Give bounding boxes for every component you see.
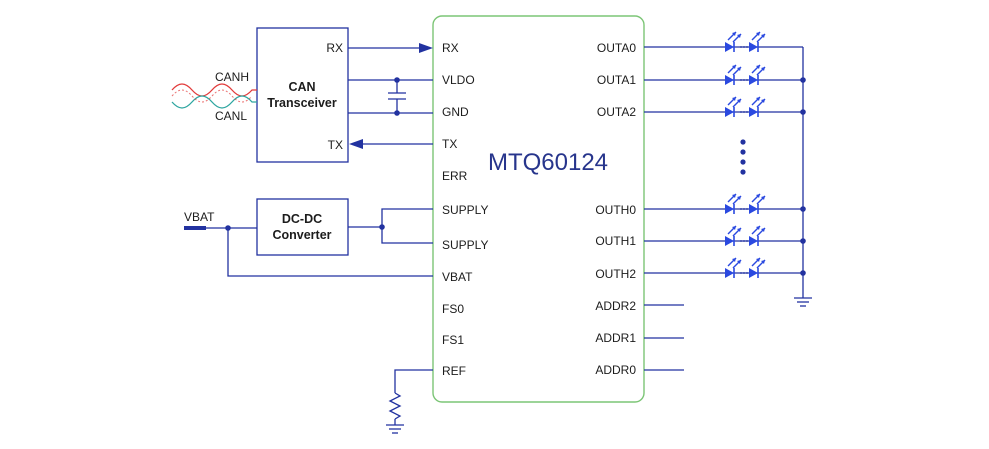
vbat-input-label: VBAT [184,210,215,224]
ic-pin-tx: TX [442,137,457,151]
can-transceiver-title-line1: CAN [288,80,315,94]
ic-part-number: MTQ60124 [488,149,608,176]
can-transceiver-title-line2: Transceiver [267,96,337,110]
ic-pin-fs0: FS0 [442,302,464,316]
ic-pin-gnd: GND [442,105,469,119]
ref-resistor [388,369,433,425]
led-series-dots [740,46,748,274]
ic-pin-supply-1: SUPPLY [442,203,488,217]
led-string-outh2 [724,257,766,279]
ref-ground-icon [386,424,404,434]
ic-pin-outa0: OUTA0 [597,41,636,55]
dcdc-title-line2: Converter [272,228,331,242]
led-string-outa1 [724,64,766,86]
can-transceiver-pin-tx: TX [328,138,343,152]
ic-pin-outh1: OUTH1 [595,234,636,248]
vbat-to-ic-wire [227,228,433,277]
ic-pin-addr1: ADDR1 [595,331,636,345]
ic-pin-outa2: OUTA2 [597,105,636,119]
ic-pin-addr2: ADDR2 [595,299,636,313]
ic-pin-vldo: VLDO [442,73,475,87]
led-ground-icon [794,297,812,307]
rx-arrow-icon [419,43,433,53]
led-string-outh1 [724,225,766,247]
ic-pin-outh2: OUTH2 [595,267,636,281]
dcdc-title-line1: DC-DC [282,212,322,226]
ic-pin-outh0: OUTH0 [595,203,636,217]
ic-pin-addr0: ADDR0 [595,363,636,377]
supply-junction [379,224,385,230]
led-string-outh0 [724,193,766,215]
ic-pin-err: ERR [442,169,468,183]
can-transceiver-pin-rx: RX [326,41,343,55]
ic-right-pins: OUTA0 OUTA1 OUTA2 OUTH0 OUTH1 OUTH2 ADDR… [595,41,636,377]
ic-pin-outa1: OUTA1 [597,73,636,87]
ic-pin-rx: RX [442,41,459,55]
led-string-outa0 [724,31,766,53]
canl-label: CANL [215,109,247,123]
ic-left-pins: RX VLDO GND TX ERR SUPPLY SUPPLY VBAT FS… [442,41,488,378]
led-bus-junctions [800,77,806,276]
dcdc-converter-block [256,198,349,256]
led-rows-ellipsis [740,139,746,175]
can-transceiver-block [256,27,349,163]
canh-label: CANH [215,70,249,84]
can-bus-twisted-pair [171,83,257,109]
ic-pin-vbat: VBAT [442,270,473,284]
led-string-outa2 [724,96,766,118]
decoupling-capacitor [388,77,406,116]
tx-arrow-icon [349,139,363,149]
ic-pin-supply-2: SUPPLY [442,238,488,252]
ic-pin-fs1: FS1 [442,333,464,347]
ic-pin-ref: REF [442,364,466,378]
supply-bus-wire [381,208,433,244]
